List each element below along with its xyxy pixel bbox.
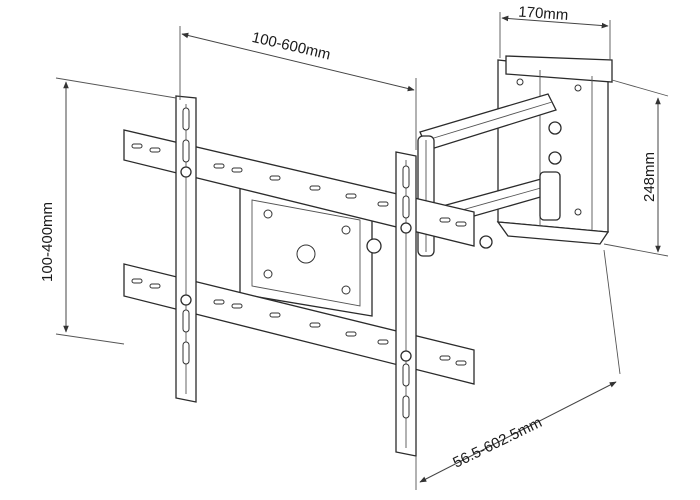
label-vesa-height: 100-400mm [39,202,56,282]
rail-bottom-slots [131,278,467,366]
rail-top-slots [131,143,467,227]
label-wall-plate-width: 170mm [518,3,569,23]
label-extension: 56.5-602.5mm [450,414,544,472]
vertical-bar-right [395,151,417,457]
dimension-extension [415,249,621,490]
vertical-bar-left [175,95,197,403]
dimension-wall-plate-width [499,12,611,60]
label-vesa-width: 100-600mm [250,29,332,64]
dimension-vesa-height [55,77,177,345]
dimension-wall-plate-height [603,79,669,257]
arm-pivot-post [417,135,435,257]
horizontal-rail-top [123,129,475,247]
dimension-vesa-width [179,26,417,150]
label-wall-plate-height: 248mm [641,152,658,202]
